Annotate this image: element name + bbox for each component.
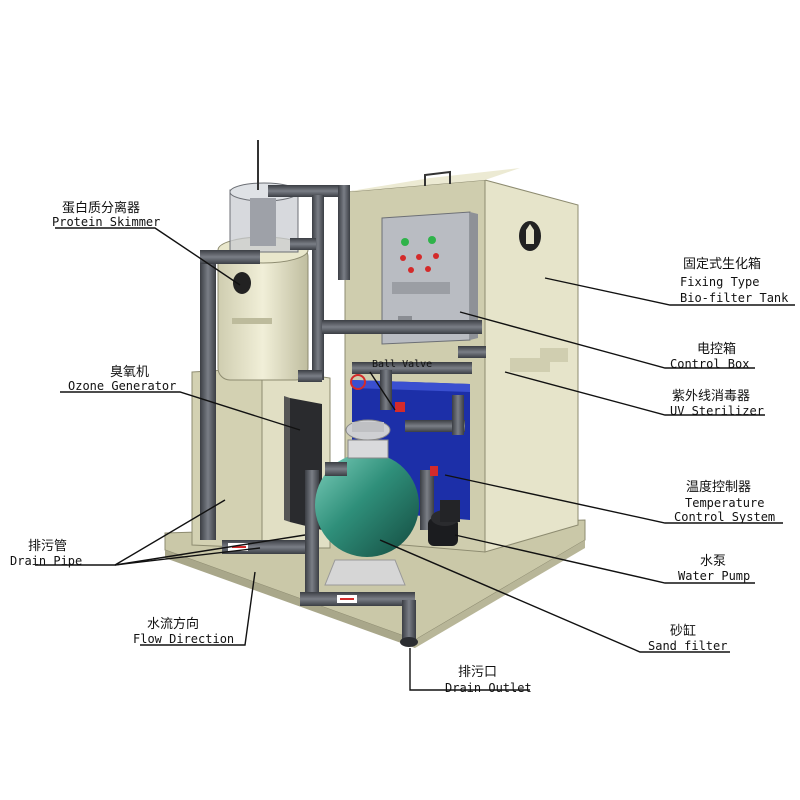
biofilter-tank-en2: Bio-filter Tank <box>680 291 789 305</box>
control-box <box>381 211 478 345</box>
label-uv-sterilizer: 紫外线消毒器 UV Sterilizer <box>670 389 764 418</box>
label-ozone-generator: 臭氧机 Ozone Generator <box>68 365 176 393</box>
uv-sterilizer-cn: 紫外线消毒器 <box>672 389 750 404</box>
label-ball-valve: Ball Valve <box>372 359 432 370</box>
control-box-cn: 电控箱 <box>697 341 736 357</box>
water-pump-cn: 水泵 <box>700 554 726 569</box>
label-biofilter-tank: 固定式生化箱 Fixing Type Bio-filter Tank <box>680 256 789 305</box>
protein-skimmer-en: Protein Skimmer <box>52 215 160 229</box>
protein-skimmer-cn: 蛋白质分离器 <box>62 200 140 216</box>
label-drain-pipe: 排污管 Drain Pipe <box>10 539 82 568</box>
uv-sterilizer-en: UV Sterilizer <box>670 404 764 418</box>
water-pump <box>428 500 460 546</box>
biofilter-tank-cn: 固定式生化箱 <box>683 256 761 272</box>
biofilter-tank-en1: Fixing Type <box>680 275 759 289</box>
flow-direction-cn: 水流方向 <box>147 616 199 632</box>
label-water-pump: 水泵 Water Pump <box>678 554 750 583</box>
drain-pipe-en: Drain Pipe <box>10 554 82 568</box>
temperature-control-en2: Control System <box>674 510 775 524</box>
ozone-generator-en: Ozone Generator <box>68 379 176 393</box>
sand-filter-cn: 砂缸 <box>670 623 696 639</box>
label-control-box: 电控箱 Control Box <box>670 341 749 371</box>
label-flow-direction: 水流方向 Flow Direction <box>133 616 234 646</box>
drain-outlet-en: Drain Outlet <box>445 681 532 695</box>
control-box-en: Control Box <box>670 357 749 371</box>
temperature-control-cn: 温度控制器 <box>686 479 751 495</box>
label-protein-skimmer: 蛋白质分离器 Protein Skimmer <box>52 200 160 229</box>
water-pump-en: Water Pump <box>678 569 750 583</box>
drain-pipe-cn: 排污管 <box>28 539 67 554</box>
drain-outlet-cn: 排污口 <box>458 665 497 680</box>
leader-lines <box>35 227 795 691</box>
label-drain-outlet: 排污口 Drain Outlet <box>445 665 532 695</box>
temperature-control-en1: Temperature <box>685 496 764 510</box>
sand-filter-en: Sand filter <box>648 639 727 653</box>
label-sand-filter: 砂缸 Sand filter <box>648 623 727 653</box>
label-temperature-control: 温度控制器 Temperature Control System <box>674 479 775 524</box>
flow-direction-en: Flow Direction <box>133 632 234 646</box>
sand-filter <box>315 419 419 586</box>
ozone-generator-cn: 臭氧机 <box>110 365 149 380</box>
ball-valve-en: Ball Valve <box>372 359 432 370</box>
